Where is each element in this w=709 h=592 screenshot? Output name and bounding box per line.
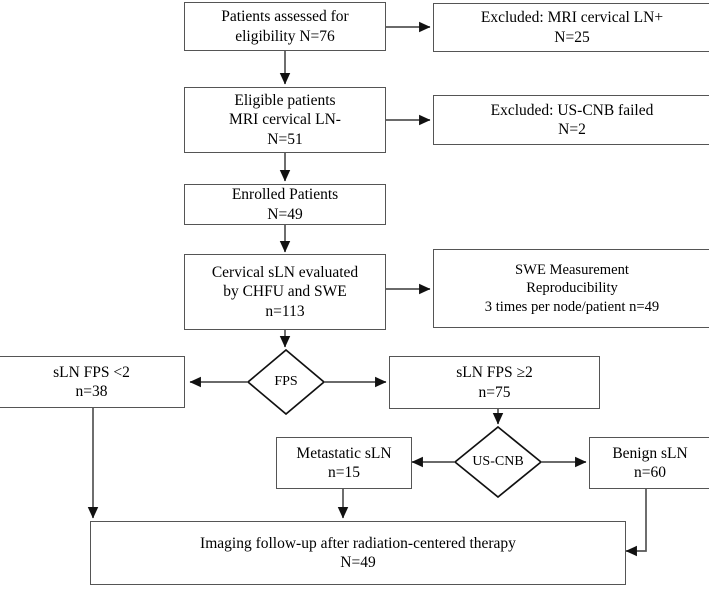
us-cnb-diamond-shape <box>454 426 542 498</box>
excluded-mri-ln-positive-box[interactable]: Excluded: MRI cervical LN+ N=25 <box>433 3 709 52</box>
eligible-line3: N=51 <box>267 130 303 148</box>
eligible-line1: Eligible patients <box>234 92 336 110</box>
fps-high-line2: n=75 <box>478 383 511 401</box>
benign-sln-box[interactable]: Benign sLN n=60 <box>589 437 709 489</box>
fps-decision-label: FPS <box>274 374 298 389</box>
excluded-cnb-line1: Excluded: US-CNB failed <box>490 101 654 119</box>
followup-line2: N=49 <box>340 554 376 571</box>
enrolled-line2: N=49 <box>267 205 303 223</box>
benign-line1: Benign sLN <box>612 444 688 462</box>
enrolled-patients-box[interactable]: Enrolled Patients N=49 <box>184 184 386 225</box>
eligible-patients-box[interactable]: Eligible patients MRI cervical LN- N=51 <box>184 87 386 153</box>
patients-assessed-line2: eligibility N=76 <box>235 27 335 45</box>
reproducibility-line3: 3 times per node/patient n=49 <box>484 298 660 315</box>
swe-measurement-reproducibility-box[interactable]: SWE Measurement Reproducibility 3 times … <box>433 249 709 328</box>
imaging-follow-up-box[interactable]: Imaging follow-up after radiation-center… <box>90 521 626 585</box>
evaluated-line1: Cervical sLN evaluated <box>211 264 359 282</box>
followup-line1: Imaging follow-up after radiation-center… <box>200 534 516 552</box>
enrolled-line1: Enrolled Patients <box>231 186 339 204</box>
us-cnb-decision-diamond[interactable]: US-CNB <box>454 426 542 498</box>
fps-diamond-shape <box>247 349 325 415</box>
excluded-mri-line1: Excluded: MRI cervical LN+ <box>480 9 664 27</box>
us-cnb-decision-label: US-CNB <box>472 454 524 469</box>
excluded-us-cnb-failed-box[interactable]: Excluded: US-CNB failed N=2 <box>433 95 709 145</box>
patients-assessed-box[interactable]: Patients assessed for eligibility N=76 <box>184 2 386 51</box>
fps-low-line2: n=38 <box>75 383 108 400</box>
sln-fps-greater-equal-2-box[interactable]: sLN FPS ≥2 n=75 <box>389 356 600 409</box>
metastatic-line2: n=15 <box>328 464 360 481</box>
metastatic-sln-box[interactable]: Metastatic sLN n=15 <box>276 437 412 489</box>
fps-high-line1: sLN FPS ≥2 <box>456 364 533 382</box>
fps-decision-diamond[interactable]: FPS <box>247 349 325 415</box>
evaluated-line3: n=113 <box>265 302 305 320</box>
fps-low-line1: sLN FPS <2 <box>53 363 130 381</box>
cervical-sln-evaluated-box[interactable]: Cervical sLN evaluated by CHFU and SWE n… <box>184 254 386 330</box>
patients-assessed-line1: Patients assessed for <box>221 8 349 26</box>
excluded-mri-line2: N=25 <box>554 28 590 46</box>
eligible-line2: MRI cervical LN- <box>229 111 341 129</box>
benign-line2: n=60 <box>634 464 666 481</box>
metastatic-line1: Metastatic sLN <box>296 444 392 462</box>
reproducibility-line1: SWE Measurement <box>515 262 629 279</box>
sln-fps-less-than-2-box[interactable]: sLN FPS <2 n=38 <box>0 356 185 408</box>
line-benign-to-followup <box>625 489 647 557</box>
evaluated-line2: by CHFU and SWE <box>223 283 347 301</box>
excluded-cnb-line2: N=2 <box>558 121 586 138</box>
reproducibility-line2: Reproducibility <box>526 280 618 297</box>
